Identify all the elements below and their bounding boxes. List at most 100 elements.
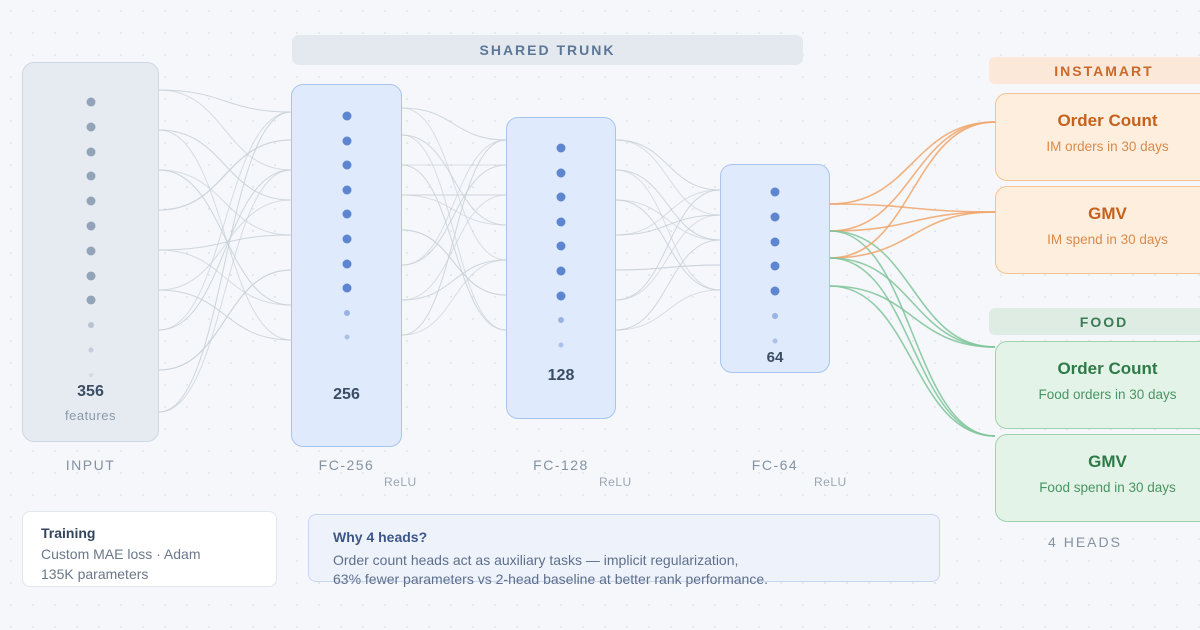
connection-line (158, 169, 292, 236)
connection-line (158, 249, 292, 306)
connection-line (401, 134, 507, 331)
neuron-node (342, 136, 351, 146)
fc256-activation: ReLU (384, 475, 417, 489)
neuron-node (86, 271, 95, 281)
food-head-connection (829, 230, 996, 348)
connection-line (158, 169, 292, 306)
neuron-node (558, 342, 564, 348)
neuron-node (88, 372, 93, 377)
neuron-node (770, 187, 780, 197)
fc64-size: 64 (766, 349, 784, 366)
neuron-node (86, 196, 95, 206)
neuron-node (770, 212, 780, 222)
why-title: Why 4 heads? (333, 529, 428, 545)
neuron-node (772, 313, 778, 319)
input-layer-label: INPUT (65, 457, 116, 473)
head-subtitle: IM spend in 30 days (1047, 232, 1168, 247)
connection-line (615, 214, 721, 301)
neuron-node (556, 266, 566, 276)
connection-line (158, 289, 292, 341)
neuron-node (342, 283, 351, 293)
im-order-count-head: Order Count IM orders in 30 days (995, 93, 1200, 181)
neuron-node (772, 338, 778, 344)
head-subtitle: IM orders in 30 days (1046, 139, 1169, 154)
connection-line (158, 129, 292, 341)
neuron-node (342, 160, 351, 170)
connection-line (401, 259, 507, 336)
neuron-node (86, 171, 95, 181)
connection-line (615, 264, 721, 271)
connection-line (615, 189, 721, 236)
neuron-node (770, 237, 780, 247)
instamart-head-connection (829, 203, 996, 213)
connection-line (158, 269, 292, 371)
neuron-node (342, 209, 351, 219)
connection-line (158, 111, 292, 413)
fc64-activation: ReLU (814, 475, 847, 489)
food-head-connection (829, 257, 996, 348)
neuron-node (86, 147, 95, 157)
connection-line (401, 164, 507, 266)
head-title: Order Count (1057, 111, 1158, 130)
fc128-layer-label: FC-128 (533, 457, 589, 473)
neuron-node (556, 192, 566, 202)
connection-line (615, 139, 721, 191)
food-gmv-head: GMV Food spend in 30 days (995, 434, 1200, 522)
connection-line (158, 199, 292, 291)
food-group-banner: FOOD (989, 308, 1200, 335)
connection-line (401, 107, 507, 141)
instamart-group-banner: INSTAMART (989, 57, 1200, 84)
connection-line (615, 139, 721, 216)
connection-line (401, 259, 507, 301)
neuron-node (770, 286, 780, 296)
connection-line (158, 111, 292, 331)
connection-line (158, 89, 292, 171)
neuron-node (558, 317, 564, 324)
connection-line (158, 139, 292, 211)
neuron-node (556, 168, 566, 178)
food-head-connection (829, 230, 996, 437)
neuron-node (770, 261, 780, 271)
head-title: GMV (1088, 452, 1127, 471)
fc256-layer-label: FC-256 (318, 457, 375, 473)
connection-line (401, 139, 507, 336)
neuron-node (86, 122, 95, 132)
training-card: Training Custom MAE loss · Adam 135K par… (22, 511, 277, 587)
neuron-node (556, 217, 566, 227)
training-title: Training (41, 525, 96, 541)
neuron-node (556, 241, 566, 251)
connection-line (401, 107, 507, 261)
fc128-layer: 128 (506, 117, 616, 419)
connection-line (615, 199, 721, 241)
connection-line (401, 134, 507, 226)
neuron-node (342, 111, 351, 121)
food-head-connection (829, 285, 996, 348)
head-title: Order Count (1057, 359, 1158, 378)
neuron-node (86, 295, 95, 305)
why-line-1: Order count heads act as auxiliary tasks… (333, 552, 739, 568)
head-subtitle: Food orders in 30 days (1038, 387, 1177, 402)
training-params: 135K parameters (41, 566, 149, 582)
connection-line (401, 139, 507, 266)
connection-line (615, 189, 721, 301)
connection-line (158, 169, 292, 331)
connection-line (158, 89, 292, 113)
input-layer: 356 features (22, 62, 159, 442)
connection-line (615, 214, 721, 236)
head-title: GMV (1088, 204, 1127, 223)
why-four-heads-card: Why 4 heads? Order count heads act as au… (308, 514, 940, 587)
connection-line (401, 229, 507, 296)
input-size: 356 (77, 383, 104, 400)
heads-count-label: 4 HEADS (1048, 534, 1122, 550)
im-gmv-head: GMV IM spend in 30 days (995, 186, 1200, 274)
neuron-node (342, 185, 351, 195)
neuron-node (86, 221, 95, 231)
training-loss: Custom MAE loss · Adam (41, 546, 201, 562)
instamart-head-connection (829, 121, 996, 205)
connection-line (158, 234, 292, 251)
connection-line (401, 194, 507, 301)
neuron-node (343, 309, 350, 316)
fc256-size: 256 (333, 386, 360, 403)
food-head-connection (829, 257, 996, 437)
